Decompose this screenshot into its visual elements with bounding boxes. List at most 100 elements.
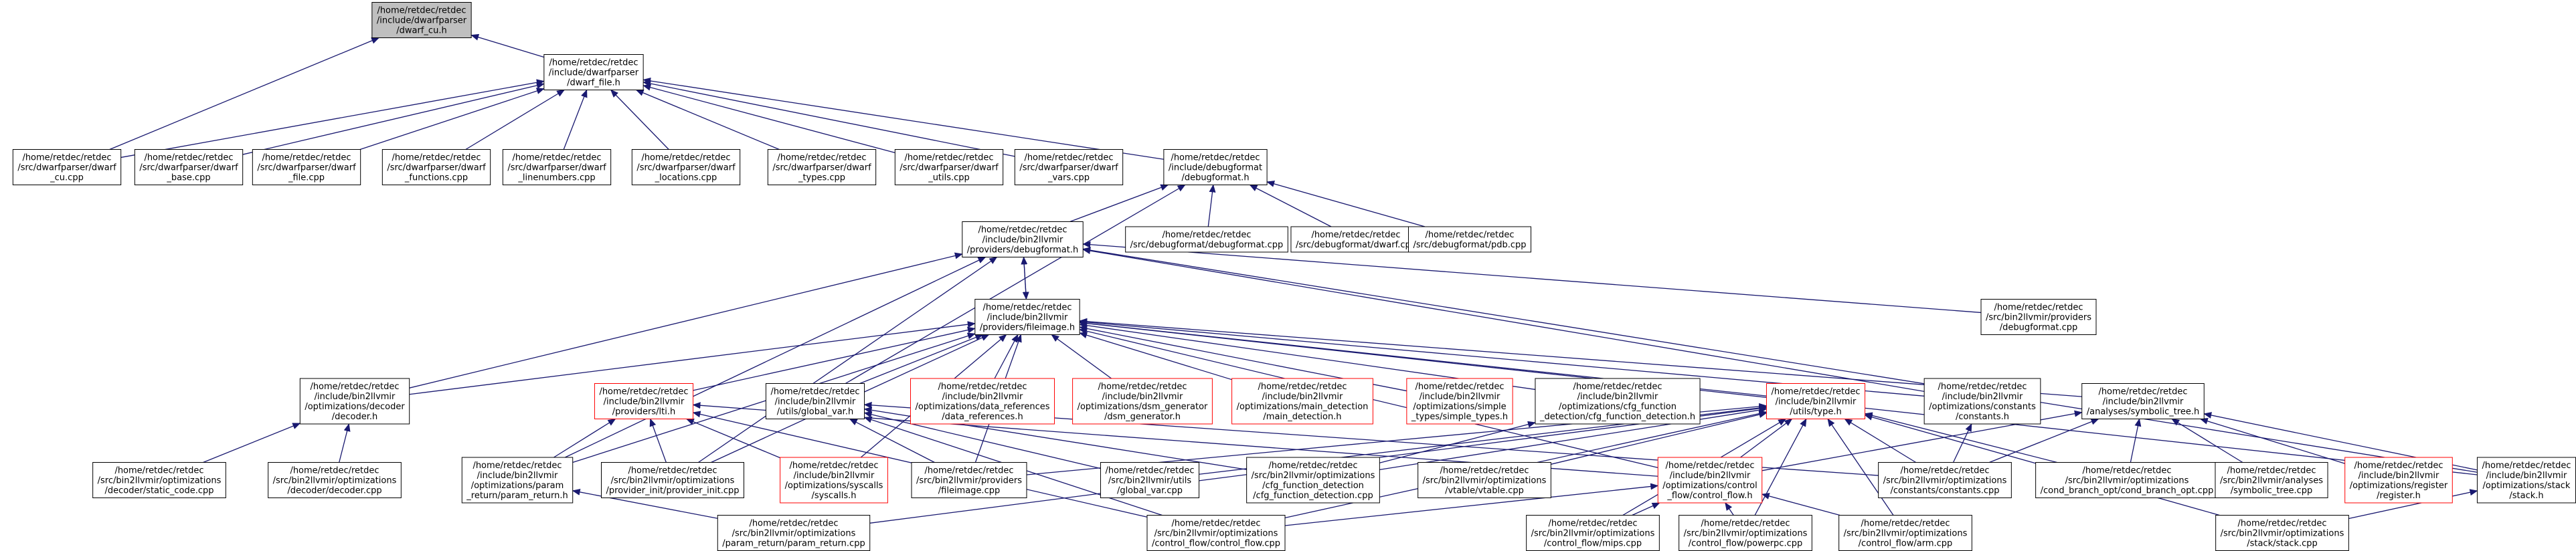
graph-node[interactable]: /home/retdec/retdec/src/dwarfparser/dwar… — [252, 149, 361, 185]
graph-node[interactable]: /home/retdec/retdec/src/bin2llvmir/optim… — [601, 462, 744, 498]
node-label-line: /home/retdec/retdec — [1900, 466, 1989, 476]
edge-n11-n14 — [1249, 184, 1332, 227]
graph-node[interactable]: /home/retdec/retdec/src/dwarfparser/dwar… — [381, 149, 491, 185]
node-box — [1878, 462, 2012, 498]
graph-node[interactable]: /home/retdec/retdec/include/bin2llvmir/o… — [910, 378, 1055, 425]
node-label-line: /include/bin2llvmir — [2103, 397, 2184, 407]
graph-node[interactable]: /home/retdec/retdec/src/dwarfparser/dwar… — [767, 149, 877, 185]
graph-node[interactable]: /home/retdec/retdec/src/bin2llvmir/optim… — [1838, 515, 1972, 551]
graph-node[interactable]: /home/retdec/retdec/src/bin2llvmir/optim… — [268, 462, 402, 498]
node-label-line: /home/retdec/retdec — [512, 153, 601, 163]
graph-node[interactable]: /home/retdec/retdec/include/bin2llvmir/o… — [1923, 378, 2041, 425]
graph-node[interactable]: /home/retdec/retdec/src/bin2llvmir/analy… — [2215, 462, 2328, 498]
graph-node[interactable]: /home/retdec/retdec/include/bin2llvmir/o… — [2476, 457, 2576, 504]
graph-node[interactable]: /home/retdec/retdec/src/dwarfparser/dwar… — [502, 149, 612, 185]
graph-node[interactable]: /home/retdec/retdec/include/bin2llvmir/o… — [1231, 378, 1373, 425]
graph-node[interactable]: /home/retdec/retdec/src/bin2llvmir/optim… — [1878, 462, 2012, 498]
graph-node[interactable]: /home/retdec/retdec/include/bin2llvmir/o… — [780, 457, 888, 504]
graph-node[interactable]: /home/retdec/retdec/src/dwarfparser/dwar… — [12, 149, 122, 185]
graph-node[interactable]: /home/retdec/retdec/src/debugformat/pdb.… — [1407, 226, 1532, 253]
graph-node[interactable]: /home/retdec/retdec/include/bin2llvmir/o… — [1406, 378, 1513, 425]
graph-node[interactable]: /home/retdec/retdec/src/debugformat/dwar… — [1290, 226, 1422, 253]
graph-node[interactable]: /home/retdec/retdec/src/dwarfparser/dwar… — [894, 149, 1004, 185]
node-label-line: /home/retdec/retdec — [1861, 519, 1950, 529]
node-label-line: /src/dwarfparser/dwarf — [257, 163, 356, 173]
node-label-line: /home/retdec/retdec — [377, 6, 466, 16]
graph-node[interactable]: /home/retdec/retdec/src/dwarfparser/dwar… — [134, 149, 244, 185]
node-label-line: _cu.cpp — [50, 173, 84, 183]
graph-node[interactable]: /home/retdec/retdec/include/bin2llvmir/o… — [461, 457, 574, 504]
graph-node[interactable]: /home/retdec/retdec/src/bin2llvmir/optim… — [1246, 457, 1380, 504]
edge-n26-n37 — [1551, 411, 1768, 465]
node-label-line: /optimizations/constants — [1929, 402, 2036, 412]
edge-n19-n32 — [649, 418, 667, 463]
node-label-line: /include/bin2llvmir — [315, 392, 396, 402]
node-label-line: /src/bin2llvmir/utils — [1108, 476, 1192, 486]
edge-n1-n7 — [610, 89, 669, 150]
edge-n26-n39 — [1844, 418, 1916, 463]
node-box — [92, 462, 226, 498]
graph-node[interactable]: /home/retdec/retdec/src/bin2llvmir/optim… — [1146, 515, 1286, 551]
graph-node[interactable]: /home/retdec/retdec/include/dwarfparser/… — [543, 54, 644, 90]
graph-node[interactable]: /home/retdec/retdec/include/debugformat/… — [1163, 149, 1268, 185]
node-label-line: /cond_branch_opt/cond_branch_opt.cpp — [2041, 486, 2214, 496]
graph-node[interactable]: /home/retdec/retdec/include/bin2llvmir/p… — [594, 383, 694, 419]
graph-node[interactable]: /home/retdec/retdec/include/bin2llvmir/p… — [974, 299, 1080, 335]
node-label-line: _base.cpp — [166, 173, 210, 183]
node-label-line: /home/retdec/retdec — [1024, 153, 1113, 163]
graph-node[interactable]: /home/retdec/retdec/src/bin2llvmir/optim… — [92, 462, 226, 498]
graph-node[interactable]: /home/retdec/retdec/src/bin2llvmir/utils… — [1100, 462, 1200, 498]
graph-node[interactable]: /home/retdec/retdec/src/bin2llvmir/optim… — [2215, 515, 2349, 551]
node-label-line: /src/bin2llvmir/optimizations — [1252, 471, 1375, 481]
graph-node[interactable]: /home/retdec/retdec/include/bin2llvmir/u… — [765, 383, 865, 419]
graph-node[interactable]: /home/retdec/retdec/src/bin2llvmir/provi… — [1980, 299, 2097, 335]
graph-node[interactable]: /home/retdec/retdec/src/bin2llvmir/optim… — [1679, 515, 1812, 551]
node-label-line: /include/bin2llvmir — [604, 397, 685, 407]
node-label-line: _flow/control_flow.h — [1666, 491, 1752, 501]
node-label-line: /home/retdec/retdec — [1258, 382, 1347, 392]
node-label-line: /home/retdec/retdec — [144, 153, 233, 163]
node-label-line: /optimizations/decoder — [305, 402, 405, 412]
graph-node[interactable]: /home/retdec/retdec/src/bin2llvmir/optim… — [1418, 462, 1551, 498]
node-label-line: /optimizations/dsm_generator — [1078, 402, 1208, 412]
node-box — [268, 462, 402, 498]
graph-node[interactable]: /home/retdec/retdec/src/dwarfparser/dwar… — [1014, 149, 1124, 185]
node-label-line: /include/bin2llvmir — [1577, 392, 1658, 402]
node-box — [1100, 462, 1200, 498]
graph-node[interactable]: /home/retdec/retdec/src/bin2llvmir/optim… — [717, 515, 871, 551]
node-label-line: /cfg_function_detection.cpp — [1253, 491, 1373, 501]
node-label-line: /home/retdec/retdec — [392, 153, 481, 163]
graph-node[interactable]: /home/retdec/retdec/include/bin2llvmir/o… — [1535, 378, 1701, 425]
node-label-line: /optimizations/cfg_function — [1559, 402, 1677, 412]
graph-node[interactable]: /home/retdec/retdec/include/bin2llvmir/o… — [1657, 457, 1763, 504]
edge-n1-n10 — [642, 80, 1015, 157]
node-label-line: /decoder/static_code.cpp — [104, 486, 213, 496]
node-box — [1246, 457, 1380, 504]
edge-n20-n35 — [863, 411, 1101, 469]
graph-node[interactable]: /home/retdec/retdec/src/bin2llvmir/provi… — [911, 462, 1027, 498]
node-label-line: /home/retdec/retdec — [2227, 466, 2316, 476]
graph-node[interactable]: /home/retdec/retdec/src/bin2llvmir/optim… — [1526, 515, 1660, 551]
edge-n1-n6 — [563, 89, 588, 150]
edge-n25-n36 — [1379, 421, 1536, 463]
graph-node[interactable]: /home/retdec/retdec/include/bin2llvmir/o… — [1072, 378, 1213, 425]
graph-node[interactable]: /home/retdec/retdec/include/bin2llvmir/a… — [2081, 383, 2205, 419]
graph-node[interactable]: /home/retdec/retdec/include/bin2llvmir/o… — [2344, 457, 2453, 504]
node-label-line: /decoder/decoder.cpp — [287, 486, 381, 496]
node-label-line: /providers/fileimage.h — [980, 323, 1075, 333]
graph-node[interactable]: /home/retdec/retdec/src/bin2llvmir/optim… — [2035, 462, 2219, 498]
node-box — [962, 221, 1084, 257]
nodes-layer: /home/retdec/retdec/include/dwarfparser/… — [12, 2, 2576, 551]
node-label-line: /home/retdec/retdec — [982, 303, 1071, 313]
node-label-line: /home/retdec/retdec — [473, 461, 562, 471]
node-label-line: /dwarf_cu.h — [396, 26, 446, 36]
node-box — [299, 378, 410, 425]
graph-node[interactable]: /home/retdec/retdec/include/bin2llvmir/o… — [299, 378, 410, 425]
node-label-line: /src/bin2llvmir/optimizations — [1531, 529, 1655, 539]
graph-node[interactable]: /home/retdec/retdec/include/bin2llvmir/u… — [1766, 383, 1866, 419]
node-label-line: /src/debugformat/pdb.cpp — [1413, 240, 1526, 250]
graph-node[interactable]: /home/retdec/retdec/src/dwarfparser/dwar… — [631, 149, 741, 185]
graph-node[interactable]: /home/retdec/retdec/src/debugformat/debu… — [1125, 226, 1288, 253]
graph-node[interactable]: /home/retdec/retdec/include/bin2llvmir/p… — [962, 221, 1084, 257]
node-box — [371, 2, 472, 38]
